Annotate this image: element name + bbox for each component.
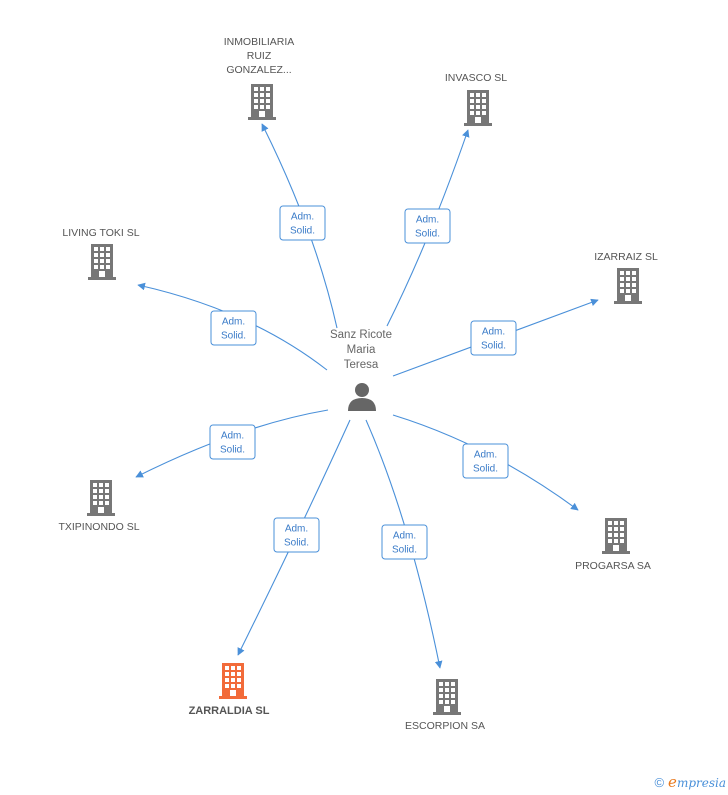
building-icon: [248, 84, 276, 120]
company-node-inmobiliaria-ruiz-gonzalez[interactable]: INMOBILIARIA RUIZ GONZALEZ...: [224, 36, 295, 120]
role-label-izarraiz-sl[interactable]: Adm. Solid.: [470, 320, 517, 356]
company-name-line-1: INMOBILIARIA: [224, 36, 295, 48]
building-icon: [88, 244, 116, 280]
role-label-inmobiliaria-ruiz-gonzalez[interactable]: Adm. Solid.: [279, 205, 326, 241]
svg-text:Adm.: Adm.: [474, 450, 497, 461]
svg-text:Adm.: Adm.: [222, 317, 245, 328]
building-icon: [602, 518, 630, 554]
company-node-zarraldia-sl[interactable]: ZARRALDIA SL: [189, 663, 270, 717]
company-node-living-toki-sl[interactable]: LIVING TOKI SL: [62, 227, 140, 280]
company-name-line-3: GONZALEZ...: [226, 64, 291, 76]
company-name: IZARRAIZ SL: [594, 251, 658, 263]
svg-text:Solid.: Solid.: [415, 229, 440, 240]
role-labels: Adm. Solid. Adm. Solid. Adm. Solid. Adm.…: [209, 205, 517, 560]
copyright-icon: ©: [654, 775, 665, 790]
company-name: PROGARSA SA: [575, 560, 651, 572]
company-name-line-2: RUIZ: [247, 50, 272, 62]
person-name-line-2: Maria: [347, 344, 376, 356]
building-icon: [433, 679, 461, 715]
svg-text:Solid.: Solid.: [290, 226, 315, 237]
brand-logo-text: mpresia: [676, 776, 726, 790]
center-person-node[interactable]: Sanz Ricote Maria Teresa: [330, 329, 392, 411]
building-icon: [87, 480, 115, 516]
role-label-progarsa-sa[interactable]: Adm. Solid.: [462, 443, 509, 479]
svg-text:Adm.: Adm.: [393, 531, 416, 542]
role-label-escorpion-sa[interactable]: Adm. Solid.: [381, 524, 428, 560]
company-node-progarsa-sa[interactable]: PROGARSA SA: [575, 518, 651, 572]
svg-text:Adm.: Adm.: [482, 327, 505, 338]
svg-text:Solid.: Solid.: [481, 341, 506, 352]
company-name: ZARRALDIA SL: [189, 705, 270, 717]
role-label-txipinondo-sl[interactable]: Adm. Solid.: [209, 424, 256, 460]
footer-brand: ©empresia: [654, 773, 726, 791]
svg-text:Adm.: Adm.: [291, 212, 314, 223]
person-name-line-1: Sanz Ricote: [330, 329, 392, 341]
company-node-izarraiz-sl[interactable]: IZARRAIZ SL: [594, 251, 658, 304]
svg-text:Solid.: Solid.: [221, 331, 246, 342]
brand-logo-e: e: [668, 773, 677, 791]
company-node-txipinondo-sl[interactable]: TXIPINONDO SL: [58, 480, 140, 533]
person-name-line-3: Teresa: [344, 359, 379, 371]
person-icon: [348, 383, 376, 411]
svg-text:Solid.: Solid.: [220, 445, 245, 456]
svg-text:Solid.: Solid.: [284, 538, 309, 549]
role-label-invasco-sl[interactable]: Adm. Solid.: [404, 208, 451, 244]
svg-text:Adm.: Adm.: [416, 215, 439, 226]
svg-text:Solid.: Solid.: [473, 464, 498, 475]
edges: [135, 123, 599, 669]
company-node-invasco-sl[interactable]: INVASCO SL: [445, 72, 507, 126]
company-name: ESCORPION SA: [405, 720, 485, 732]
building-icon: [614, 268, 642, 304]
svg-text:Solid.: Solid.: [392, 545, 417, 556]
company-name: TXIPINONDO SL: [58, 521, 139, 533]
svg-text:Adm.: Adm.: [221, 431, 244, 442]
company-node-escorpion-sa[interactable]: ESCORPION SA: [405, 679, 485, 732]
building-icon: [464, 90, 492, 126]
company-name: LIVING TOKI SL: [62, 227, 139, 239]
role-label-living-toki-sl[interactable]: Adm. Solid.: [210, 310, 257, 346]
svg-text:Adm.: Adm.: [285, 524, 308, 535]
role-label-zarraldia-sl[interactable]: Adm. Solid.: [273, 517, 320, 553]
company-name: INVASCO SL: [445, 72, 507, 84]
building-icon-highlighted: [219, 663, 247, 699]
